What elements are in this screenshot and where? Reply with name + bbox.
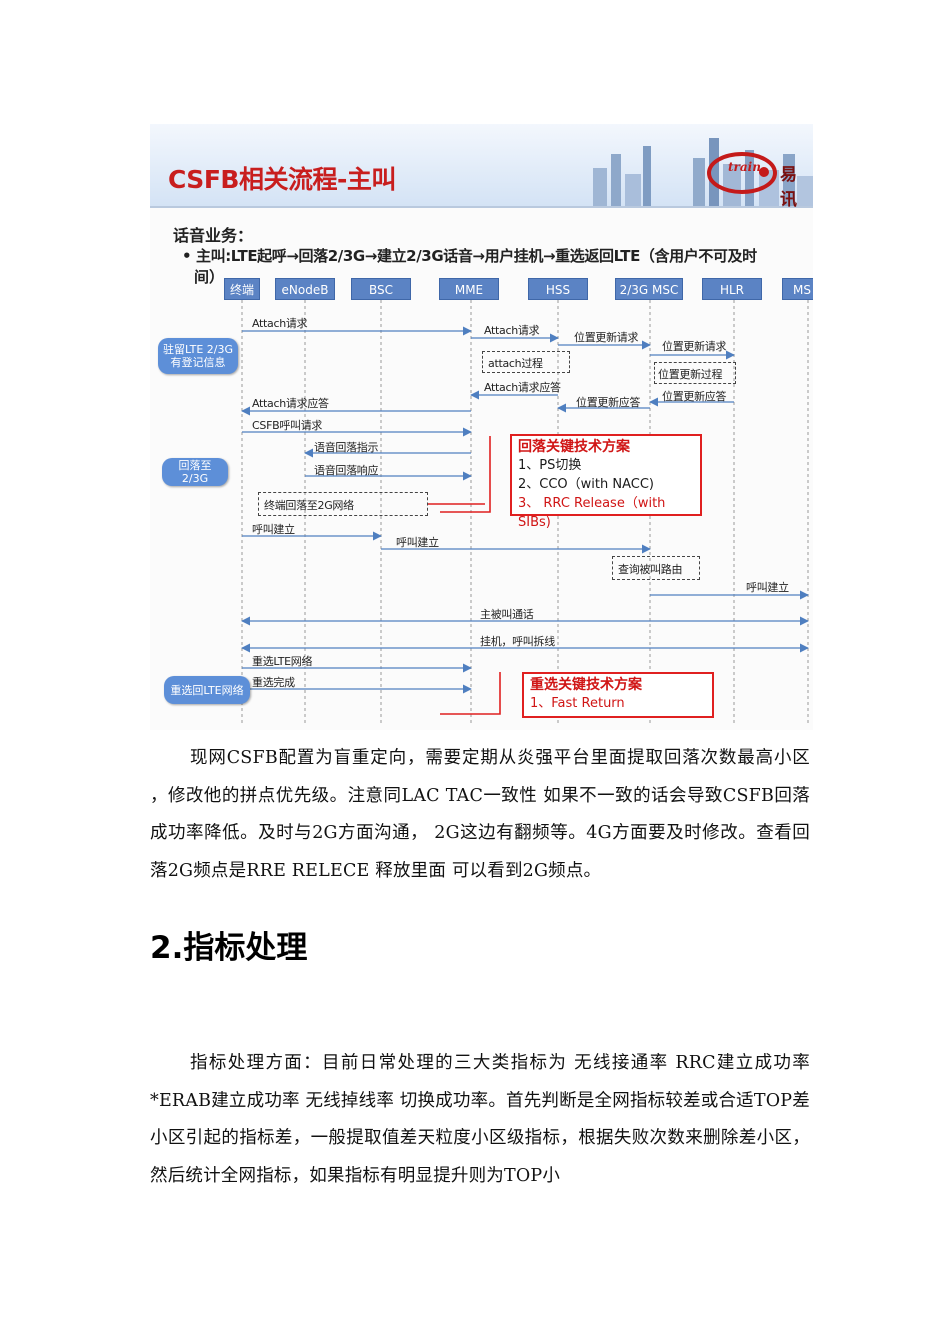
msg-hangup: 挂机，呼叫拆线	[480, 633, 555, 649]
msg-csfb-req: CSFB呼叫请求	[252, 417, 322, 433]
side-label-reselect: 重选回LTE网络	[164, 676, 250, 704]
msg-attach-req-1: Attach请求	[252, 315, 307, 331]
msg-fallback-resp: 语音回落响应	[314, 462, 378, 478]
reselect-solution-title: 重选关键技术方案	[530, 676, 706, 694]
msg-attach-proc: attach过程	[488, 355, 543, 371]
msg-call-setup-1: 呼叫建立	[252, 521, 295, 537]
msg-attach-resp-1: Attach请求应答	[484, 379, 561, 395]
csfb-flow-slide: train 易讯 CSFB相关流程-主叫 话音业务： • 主叫:LTE起呼→回落…	[150, 124, 813, 730]
msg-attach-resp-2: Attach请求应答	[252, 395, 329, 411]
msg-loc-update-req-1: 位置更新请求	[574, 329, 638, 345]
msg-call-setup-2: 呼叫建立	[396, 534, 439, 550]
msg-reselect-lte: 重选LTE网络	[252, 653, 312, 669]
fallback-solution-item: 3、 RRC Release（with SIBs)	[518, 494, 694, 532]
msg-called-talk: 主被叫通话	[480, 606, 534, 622]
msg-reselect-done: 重选完成	[252, 674, 295, 690]
reselect-solution-item: 1、Fast Return	[530, 694, 706, 713]
fallback-bracket	[440, 436, 490, 512]
side-label-camp-lte: 驻留LTE 2/3G有登记信息	[158, 338, 238, 374]
paragraph-csfb-config: 现网CSFB配置为盲重定向，需要定期从炎强平台里面提取回落次数最高小区 ，修改他…	[150, 740, 810, 890]
fallback-solution-item: 1、PS切换	[518, 456, 694, 475]
msg-loc-update-resp-2: 位置更新应答	[662, 388, 726, 404]
msg-fallback-ind: 语音回落指示	[314, 439, 378, 455]
msg-loc-update-resp-1: 位置更新应答	[576, 394, 640, 410]
msg-loc-update-proc: 位置更新过程	[658, 366, 722, 382]
msg-call-setup-3: 呼叫建立	[746, 579, 789, 595]
section-title: 2.指标处理	[150, 922, 307, 967]
msg-loc-update-req-2: 位置更新请求	[662, 338, 726, 354]
side-label-fallback: 回落至2/3G	[162, 458, 228, 486]
msg-query-route: 查询被叫路由	[618, 561, 682, 577]
reselect-bracket	[440, 672, 500, 714]
fallback-solution-title: 回落关键技术方案	[518, 438, 694, 456]
fallback-solution-box: 回落关键技术方案 1、PS切换 2、CCO（with NACC) 3、 RRC …	[510, 434, 702, 516]
msg-attach-req-2: Attach请求	[484, 322, 539, 338]
msg-ue-fallback: 终端回落至2G网络	[264, 497, 354, 513]
fallback-solution-item: 2、CCO（with NACC)	[518, 475, 694, 494]
reselect-solution-box: 重选关键技术方案 1、Fast Return	[522, 672, 714, 718]
paragraph-kpi-handling: 指标处理方面：目前日常处理的三大类指标为 无线接通率 RRC建立成功率*ERAB…	[150, 1045, 810, 1195]
